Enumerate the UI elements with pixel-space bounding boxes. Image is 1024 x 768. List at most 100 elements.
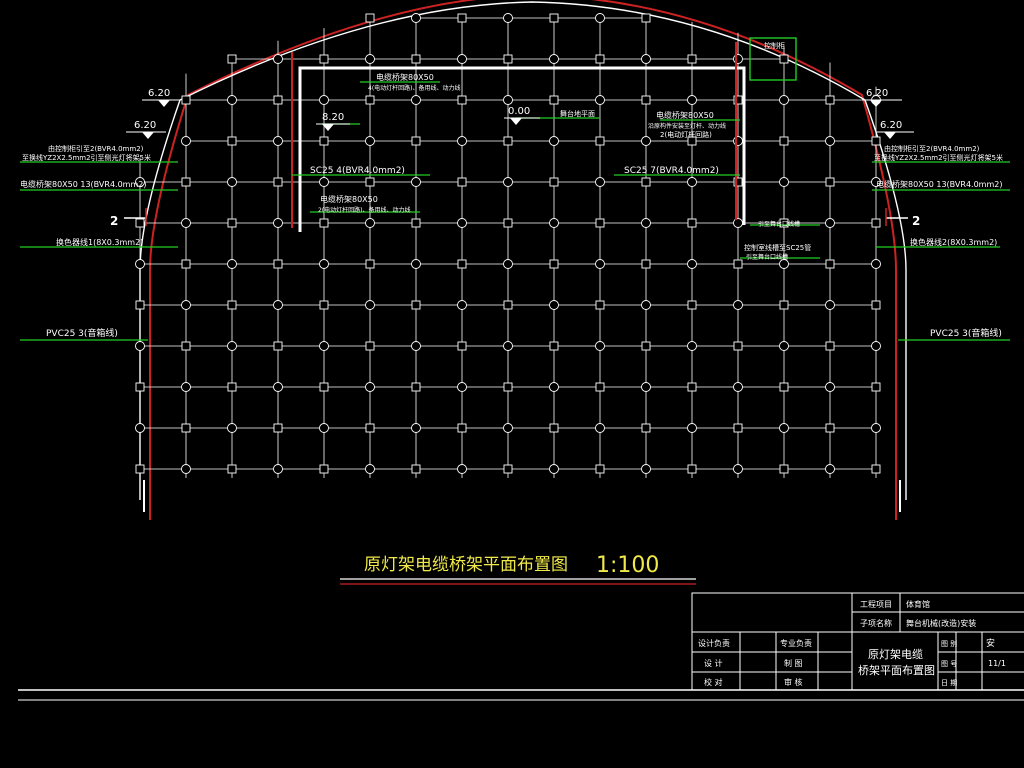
grid-node — [181, 177, 191, 187]
grid-node — [549, 136, 559, 146]
grid-node — [411, 54, 421, 64]
grid-node — [871, 300, 881, 310]
grid-node — [273, 300, 283, 310]
grid-node — [319, 382, 329, 392]
tb-drafting: 制 图 — [784, 658, 803, 668]
tb-category-label: 图 别 — [941, 639, 957, 648]
grid-node — [365, 136, 375, 146]
section-mark-right: 2 — [885, 208, 920, 228]
grid-node — [273, 95, 283, 105]
grid-node — [365, 341, 375, 351]
grid-node — [871, 259, 881, 269]
grid-node — [319, 136, 329, 146]
grid-node — [319, 464, 329, 474]
grid-node — [825, 423, 835, 433]
grid-node — [227, 300, 237, 310]
grid-node — [641, 218, 651, 228]
grid-node — [365, 218, 375, 228]
grid-node — [181, 95, 191, 105]
grid-node — [319, 54, 329, 64]
grid-node — [641, 177, 651, 187]
grid-node — [227, 177, 237, 187]
grid-node — [595, 136, 605, 146]
lighting-grid-nodes — [135, 13, 881, 474]
grid-node — [135, 177, 145, 187]
grid-node — [411, 95, 421, 105]
grid-node — [273, 259, 283, 269]
grid-node — [871, 464, 881, 474]
tb-review: 审 核 — [784, 677, 803, 687]
svg-text:2: 2 — [110, 214, 118, 228]
grid-node — [641, 136, 651, 146]
grid-node — [825, 382, 835, 392]
grid-node — [595, 54, 605, 64]
tb-proofread: 校 对 — [704, 677, 723, 687]
grid-node — [687, 423, 697, 433]
grid-node — [135, 218, 145, 228]
grid-node — [871, 382, 881, 392]
drawing-scale: 1:100 — [596, 553, 659, 578]
grid-node — [503, 136, 513, 146]
grid-node — [687, 95, 697, 105]
grid-node — [181, 218, 191, 228]
grid-node — [595, 464, 605, 474]
grid-node — [733, 464, 743, 474]
note-left-tray2: 电缆桥架80X50 — [320, 194, 378, 204]
elevation-inner: 8.20 — [316, 112, 350, 131]
grid-node — [871, 177, 881, 187]
cable-tray-top — [298, 66, 746, 232]
grid-node — [273, 382, 283, 392]
grid-node — [135, 259, 145, 269]
grid-node — [549, 341, 559, 351]
note-right-4: PVC25 3(音箱线) — [930, 327, 1002, 339]
grid-node — [319, 95, 329, 105]
tb-design-head: 设计负责 — [698, 638, 730, 648]
grid-node — [549, 464, 559, 474]
grid-node — [779, 382, 789, 392]
grid-node — [503, 300, 513, 310]
elevation-left-upper: 6.20 — [142, 88, 180, 107]
tb-number-value: 11/1 — [988, 659, 1006, 668]
grid-node — [365, 177, 375, 187]
tb-number-label: 图 号 — [941, 660, 957, 668]
grid-node — [779, 54, 789, 64]
note-right-tray-sub2: 2(电动灯杆回路) — [660, 130, 712, 139]
grid-node — [135, 300, 145, 310]
grid-node — [227, 218, 237, 228]
note-left-2: 电缆桥架80X50 13(BVR4.0mm2) — [20, 179, 146, 189]
grid-node — [227, 464, 237, 474]
grid-node — [457, 382, 467, 392]
tb-date-label: 日 期 — [941, 679, 957, 687]
grid-node — [457, 464, 467, 474]
grid-node — [411, 382, 421, 392]
grid-node — [871, 218, 881, 228]
grid-node — [503, 218, 513, 228]
grid-node — [779, 341, 789, 351]
grid-node — [733, 423, 743, 433]
grid-node — [411, 423, 421, 433]
tb-project-label: 工程项目 — [860, 600, 892, 609]
grid-node — [779, 177, 789, 187]
grid-node — [365, 464, 375, 474]
grid-node — [687, 136, 697, 146]
grid-node — [779, 95, 789, 105]
grid-node — [411, 300, 421, 310]
grid-node — [825, 300, 835, 310]
grid-node — [779, 136, 789, 146]
grid-node — [273, 177, 283, 187]
grid-node — [503, 13, 513, 23]
grid-node — [411, 136, 421, 146]
grid-node — [595, 218, 605, 228]
grid-node — [135, 423, 145, 433]
grid-node — [319, 218, 329, 228]
note-right-1a: 由控制柜引至2(BVR4.0mm2) — [884, 144, 980, 153]
elevation-left-lower: 6.20 — [126, 120, 166, 139]
grid-node — [273, 423, 283, 433]
note-left-4: PVC25 3(音箱线) — [46, 327, 118, 339]
grid-node — [687, 54, 697, 64]
grid-node — [503, 464, 513, 474]
grid-node — [319, 177, 329, 187]
grid-node — [779, 259, 789, 269]
svg-text:0.00: 0.00 — [508, 106, 530, 117]
